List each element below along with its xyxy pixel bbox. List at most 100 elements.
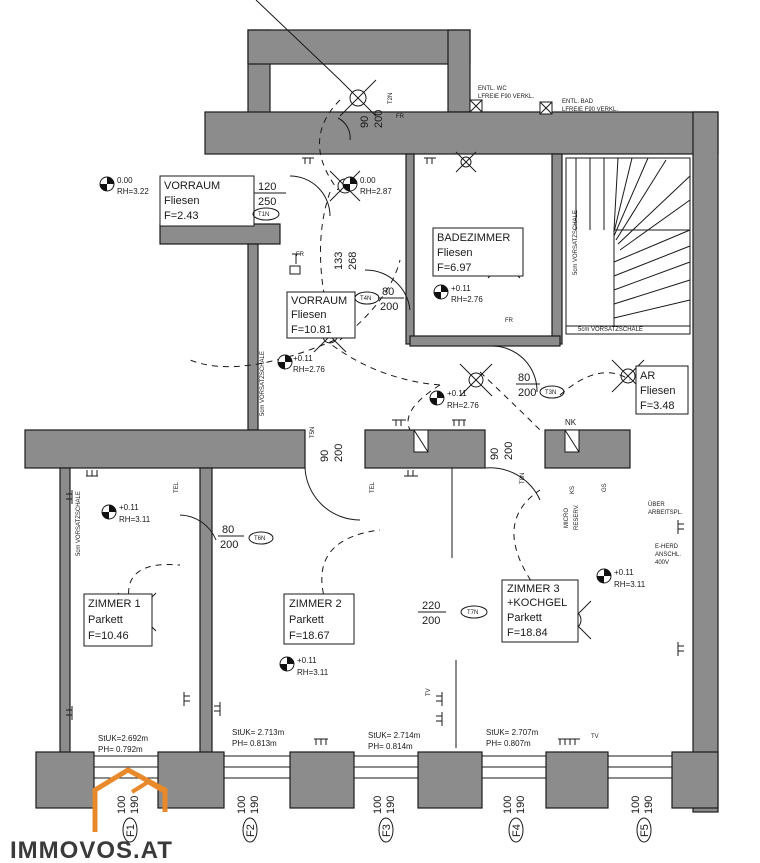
house-roof-icon (130, 779, 167, 794)
note-tel: TEL (370, 481, 376, 493)
window-sills (93, 755, 673, 779)
wall-bad-right (551, 153, 563, 345)
door-width: 80 (382, 286, 394, 298)
window-width: 100 (372, 796, 384, 814)
note-micro: MICRO (564, 508, 570, 528)
sill-note: StUK= 2.714m PH= 0.814m (368, 731, 421, 751)
room-zimmer-3[interactable]: ZIMMER 3 +KOCHGEL Parkett F=18.84 (501, 579, 579, 643)
note-400v: 400V (655, 560, 669, 566)
door-width: 90 (489, 448, 501, 460)
door-dimension: 80 200 T3N (516, 372, 565, 399)
door-height: 268 (347, 252, 359, 270)
height-level: +0.11 (451, 284, 471, 293)
height-marker: +0.11 RH=2.76 (433, 284, 483, 304)
room-name: VORRAUM (291, 295, 347, 307)
light-icon (339, 79, 377, 117)
height-level: 0.00 (360, 176, 376, 185)
window-height: 190 (129, 796, 141, 814)
room-badezimmer[interactable]: BADEZIMMER Fliesen F=6.97 (432, 227, 524, 277)
door-dimension: 90 200 T2N (359, 93, 394, 128)
height-level: +0.11 (119, 503, 139, 512)
height-marker: 0.00 RH=3.22 (99, 176, 149, 196)
window-id: F4 (511, 824, 523, 837)
note-fr: FR (296, 252, 305, 258)
room-height: RH=2.87 (360, 187, 392, 196)
room-name: AR (640, 370, 655, 382)
stuk-value: StUK= 2.713m (232, 728, 285, 737)
height-level: +0.11 (614, 568, 634, 577)
door-tag: T5N (310, 427, 316, 438)
door-height: 200 (380, 301, 398, 313)
immovos-logo[interactable]: IMMOVOS.AT (10, 767, 173, 863)
logo-text: IMMOVOS.AT (10, 837, 173, 863)
room-name: ZIMMER 1 (88, 598, 141, 610)
wall-shaft-top (247, 29, 471, 65)
door-dimension: 220 200 T7N (418, 600, 488, 627)
room-zimmer-2[interactable]: ZIMMER 2 Parkett F=18.67 (283, 593, 355, 645)
room-floor: Parkett (507, 612, 542, 624)
window-width: 100 (502, 796, 514, 814)
door-dimension: 90 200 T5N (310, 427, 345, 462)
window-id: F1 (125, 824, 137, 837)
height-marker: +0.11 RH=2.76 (429, 389, 479, 410)
window-tag: F4 100 190 (502, 796, 527, 843)
note-f90-bad: LFREIE F90 VERKL. (562, 107, 618, 113)
room-zimmer-1[interactable]: ZIMMER 1 Parkett F=10.46 (83, 593, 153, 647)
stuk-value: StUK= 2.714m (368, 731, 421, 740)
outlet-symbols (66, 157, 684, 745)
note-vorsatzschale: 5cm VORSATZSCHALE (578, 327, 643, 333)
note-entl-wc: ENTL. WC (478, 86, 507, 92)
door-dimension: 120 250 T1N (252, 181, 286, 221)
note-fr: FR (396, 114, 405, 120)
stuk-value: StUK= 2.707m (486, 728, 539, 737)
height-level: +0.11 (447, 389, 467, 398)
vent-icon (564, 429, 580, 453)
room-height: RH=3.11 (119, 515, 151, 524)
door-width: 220 (422, 600, 440, 612)
note-vorsatzschale: 5cm VORSATZSCHALE (573, 210, 579, 275)
door-tag: T8N (520, 473, 526, 484)
sill-note: StUK= 2.707m PH= 0.807m (486, 728, 539, 748)
ph-value: PH= 0.792m (98, 745, 143, 754)
room-area: F=18.67 (289, 630, 330, 642)
ph-value: PH= 0.814m (368, 742, 413, 751)
note-anschl: ANSCHL. (655, 552, 681, 558)
note-ks: KS (570, 486, 576, 494)
window-width: 100 (116, 796, 128, 814)
walls (24, 29, 719, 813)
wall-bottom-4 (417, 751, 483, 809)
room-area: F=6.97 (437, 262, 472, 274)
room-height: RH=3.11 (297, 668, 329, 677)
room-floor: Fliesen (291, 309, 326, 321)
door-dimension: 133 268 (333, 252, 359, 270)
note-arbeitspl: ARBEITSPL. (648, 510, 683, 516)
door-width: 90 (359, 116, 371, 128)
wall-z1-z2 (199, 467, 213, 759)
house-icon (92, 767, 168, 832)
sill-note: StUK=2.692m PH= 0.792m (98, 734, 148, 754)
wall-bottom-2 (157, 751, 225, 809)
sill-note: StUK= 2.713m PH= 0.813m (232, 728, 285, 748)
note-tv: TV (591, 734, 599, 740)
wall-right-outer (692, 111, 719, 813)
height-marker: 0.00 RH=2.87 (342, 176, 392, 196)
room-ar[interactable]: AR Fliesen F=3.48 (635, 365, 689, 415)
wall-bad-left (405, 153, 415, 345)
height-marker: +0.11 RH=3.11 (279, 656, 329, 677)
window-tag: F3 100 190 (372, 796, 397, 843)
height-marker: +0.11 RH=3.11 (596, 568, 646, 589)
door-height: 200 (503, 442, 515, 460)
ceiling-lights (117, 79, 645, 640)
vents (413, 99, 580, 453)
room-vorraum-large[interactable]: VORRAUM Fliesen F=10.81 (286, 291, 356, 339)
room-vorraum-small[interactable]: VORRAUM Fliesen F=2.43 (159, 175, 255, 227)
room-floor: Fliesen (437, 247, 472, 259)
window-width: 100 (630, 796, 642, 814)
door-tag: T7N (467, 610, 478, 616)
room-height: RH=2.76 (451, 295, 483, 304)
door-height: 200 (518, 387, 536, 399)
room-name: ZIMMER 3 (507, 583, 560, 595)
window-height: 190 (385, 796, 397, 814)
door-height: 200 (422, 615, 440, 627)
